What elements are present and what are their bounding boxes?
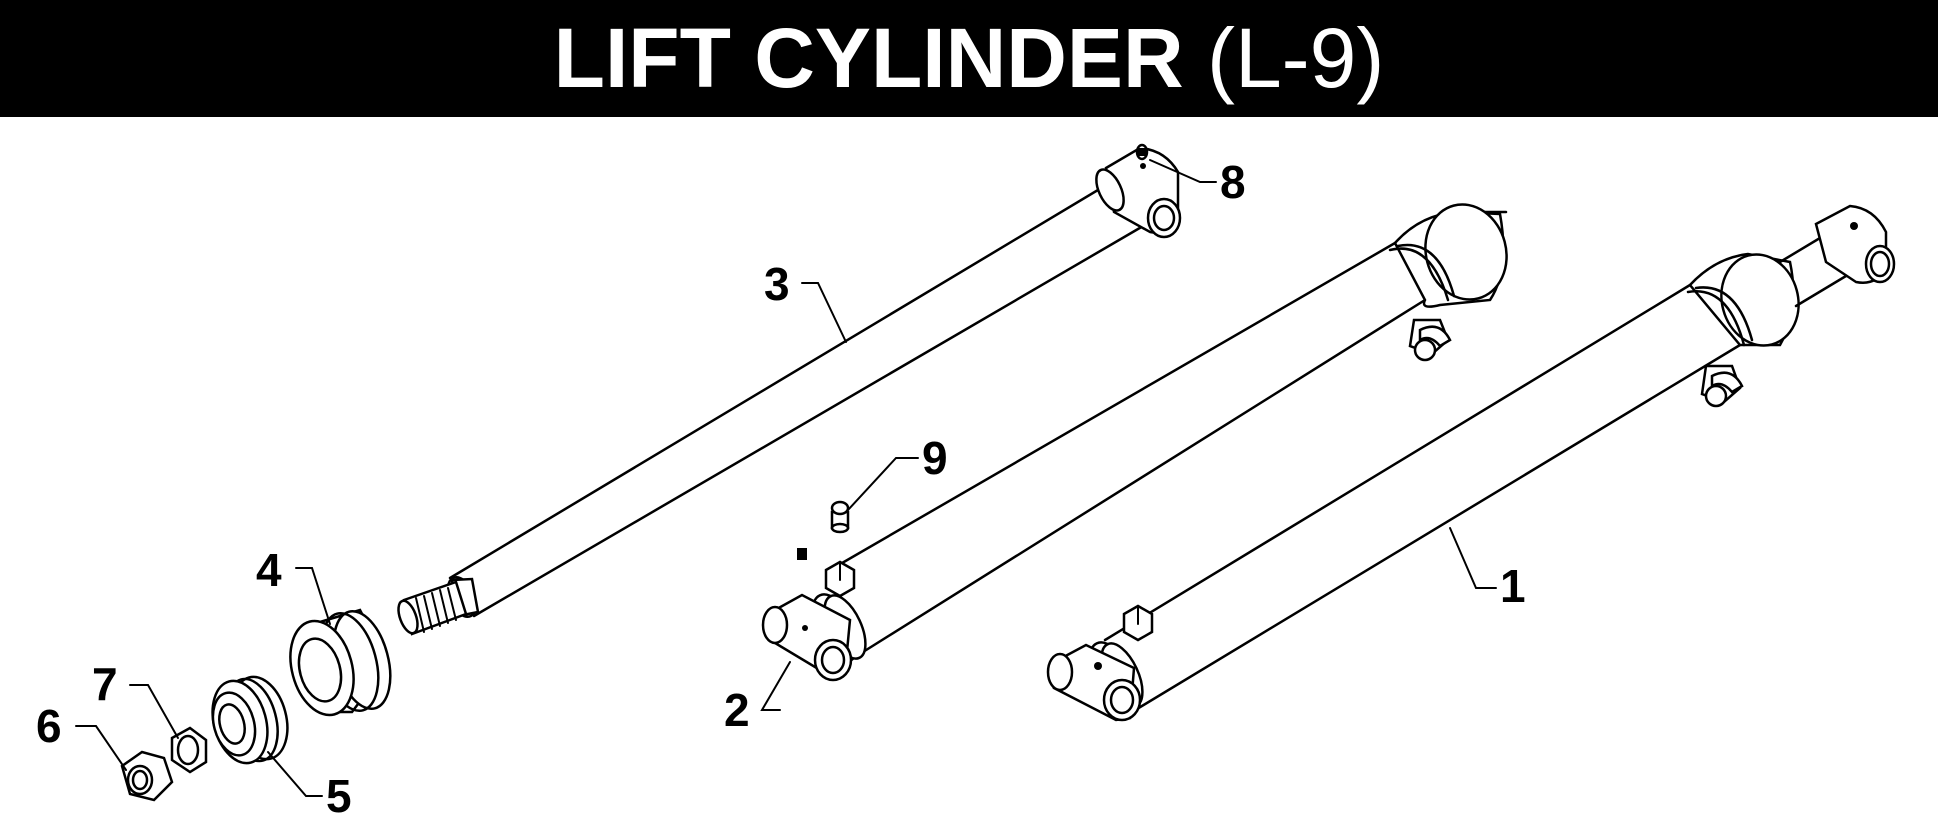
callout-3: 3 (764, 258, 790, 310)
leader-9 (847, 457, 919, 511)
leader-lines (75, 159, 1497, 797)
leader-5 (267, 751, 323, 797)
leader-3 (801, 282, 847, 343)
leader-7 (129, 684, 179, 739)
page-title: LIFT CYLINDER (L-9) (554, 10, 1385, 107)
part-1-cylinder-assembly (1046, 204, 1896, 722)
part-6-hex-nut (120, 750, 174, 802)
callout-7: 7 (92, 658, 118, 710)
title-bar: LIFT CYLINDER (L-9) (0, 0, 1938, 117)
title-main: LIFT CYLINDER (553, 11, 1184, 105)
leader-2 (760, 661, 791, 711)
title-code: (L-9) (1206, 11, 1385, 105)
part-4-gland (289, 608, 392, 717)
callout-labels: 1 2 3 4 5 6 7 8 9 (36, 156, 1526, 822)
leader-1 (1449, 527, 1497, 589)
callout-5: 5 (326, 770, 352, 822)
callout-2: 2 (724, 684, 750, 736)
leader-8 (1149, 159, 1217, 183)
part-5-piston (211, 675, 289, 765)
callout-1: 1 (1500, 560, 1526, 612)
part-3-piston-rod (397, 146, 1182, 636)
callout-6: 6 (36, 700, 62, 752)
leader-4 (295, 567, 331, 625)
callout-4: 4 (256, 544, 282, 596)
part-2-barrel (761, 203, 1508, 682)
part-9-grease-fitting (797, 500, 850, 560)
callout-8: 8 (1220, 156, 1246, 208)
leader-6 (75, 725, 127, 771)
callout-9: 9 (922, 432, 948, 484)
part-8-plug (1135, 143, 1149, 161)
part-7-washer (170, 726, 208, 774)
